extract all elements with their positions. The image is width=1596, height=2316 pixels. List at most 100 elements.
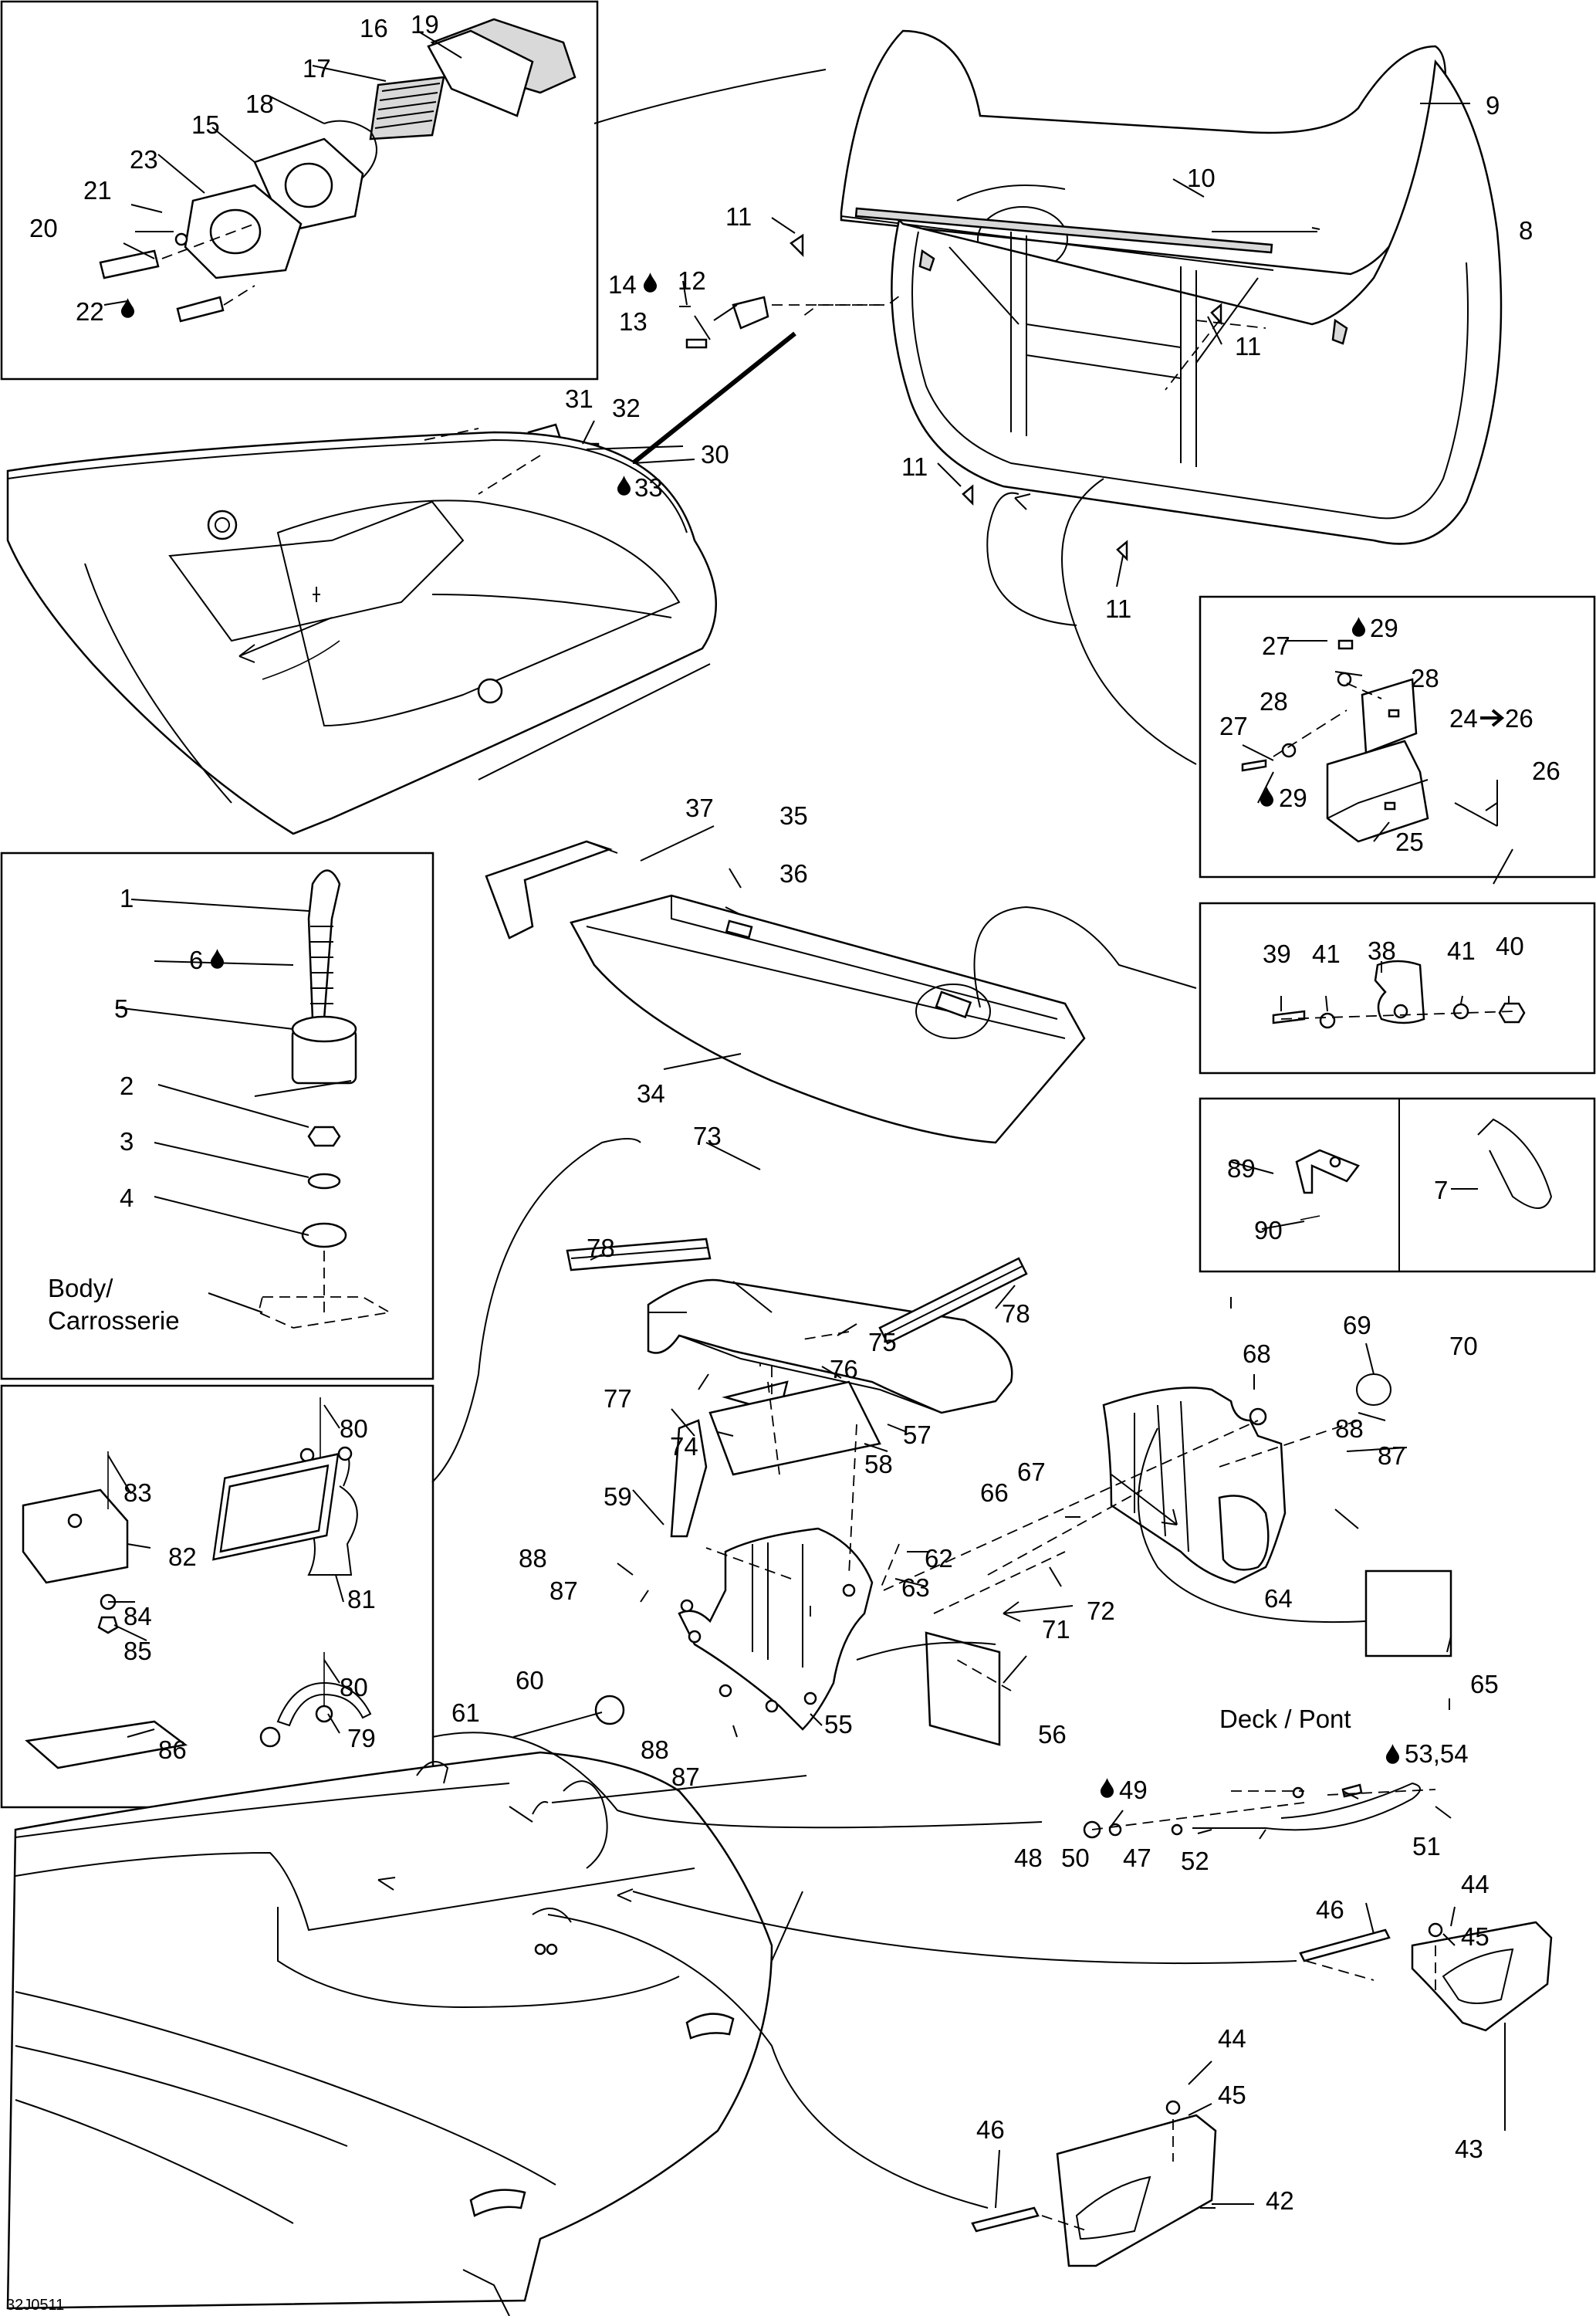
callout-34: 34: [637, 1079, 665, 1108]
foam-pad-56: [925, 1631, 1001, 1746]
pedal-assembly: [99, 18, 577, 323]
body-note-line1: Body/: [48, 1274, 113, 1302]
callout-84: 84: [123, 1602, 152, 1630]
callout-65: 65: [1470, 1670, 1499, 1698]
callout-39: 39: [1263, 940, 1291, 968]
callout-78: 78: [587, 1234, 615, 1262]
callout-83: 83: [123, 1478, 152, 1507]
callout-90: 90: [1254, 1216, 1283, 1244]
callout-35: 35: [779, 801, 808, 830]
callout-19: 19: [411, 10, 439, 39]
callout-62: 62: [925, 1544, 953, 1573]
detail-box-bracket: [1199, 595, 1596, 879]
callout-29: 29: [1370, 614, 1398, 642]
callout-36: 36: [779, 859, 808, 888]
callout-21: 21: [83, 176, 112, 205]
callout-41: 41: [1312, 940, 1341, 968]
callout-26: 26: [1532, 757, 1560, 785]
callout-22: 22: [76, 297, 104, 326]
callout-82: 82: [168, 1542, 197, 1571]
callout-60: 60: [516, 1666, 544, 1695]
hull-upper: [6, 431, 718, 835]
callout-72: 72: [1087, 1596, 1115, 1625]
callout-15: 15: [191, 110, 220, 139]
callout-53-54: 53,54: [1405, 1739, 1469, 1768]
callout-45: 45: [1218, 2081, 1246, 2109]
callout-45: 45: [1461, 1922, 1489, 1951]
callout-71: 71: [1042, 1615, 1070, 1644]
callout-44: 44: [1218, 2024, 1246, 2053]
callout-80: 80: [340, 1673, 368, 1701]
callout-28: 28: [1411, 664, 1439, 692]
detail-box-bumper: [0, 852, 435, 1380]
callout-27: 27: [1262, 631, 1290, 660]
side-panel: [1102, 1373, 1452, 1657]
body-note-line2: Carrosserie: [48, 1306, 180, 1335]
hull-rear: [6, 1751, 773, 2316]
deck-note: Deck / Pont: [1219, 1705, 1351, 1733]
location-arrows: [238, 493, 1178, 1902]
diagram-code: 32J0511: [6, 2297, 64, 2314]
callout-11: 11: [1105, 594, 1131, 623]
callout-46: 46: [976, 2115, 1005, 2144]
callout-25: 25: [1395, 828, 1424, 856]
foam-pad: [708, 1380, 881, 1476]
callout-2: 2: [120, 1072, 134, 1100]
callout-85: 85: [123, 1637, 152, 1665]
callout-labels: 16 19 17 18 15 23 21 20 22 9 10 8 11 11 …: [29, 10, 1560, 2215]
callout-16: 16: [360, 14, 388, 42]
callout-55: 55: [824, 1710, 853, 1739]
callout-87: 87: [1378, 1441, 1406, 1470]
callout-31: 31: [565, 384, 593, 413]
drain-hose: [1083, 1782, 1421, 1839]
callout-23: 23: [130, 145, 158, 174]
callout-7: 7: [1434, 1176, 1448, 1204]
callout-11: 11: [901, 452, 928, 481]
guide-lines: [254, 69, 1436, 2232]
callout-79: 79: [347, 1724, 376, 1752]
callout-75: 75: [868, 1328, 897, 1356]
callout-69: 69: [1343, 1311, 1371, 1339]
callout-52: 52: [1181, 1847, 1209, 1875]
callout-67: 67: [1017, 1458, 1046, 1486]
callout-11: 11: [725, 202, 752, 231]
callout-81: 81: [347, 1585, 376, 1613]
callout-43: 43: [1455, 2135, 1483, 2163]
callout-73: 73: [693, 1122, 722, 1150]
oil-drop-icon: [1100, 1778, 1114, 1798]
callout-28: 28: [1260, 687, 1288, 716]
callout-6: 6: [189, 946, 203, 974]
callout-76: 76: [830, 1355, 858, 1383]
callout-14: 14: [608, 270, 637, 299]
callout-77: 77: [604, 1384, 632, 1413]
callout-56: 56: [1038, 1720, 1067, 1749]
detail-box-pedal: [0, 0, 599, 381]
right-arrow-icon: [1480, 709, 1505, 727]
callout-24: 24: [1449, 704, 1478, 733]
detail-box-clip: [1199, 1097, 1596, 1273]
oil-drop-icon: [210, 949, 225, 969]
callout-78: 78: [1002, 1299, 1030, 1328]
bumper-assembly: [257, 869, 392, 1329]
oil-drop-icon: [1385, 1744, 1400, 1764]
callout-30: 30: [701, 440, 729, 469]
callout-32: 32: [612, 394, 641, 422]
callout-49: 49: [1119, 1776, 1148, 1804]
oil-drop-icon: [1260, 787, 1274, 807]
oil-drop-icon: [643, 273, 658, 293]
glovebox-cover: [212, 1238, 1028, 1561]
detail-box-latch: [1199, 902, 1596, 1075]
callout-58: 58: [864, 1450, 893, 1478]
callout-42: 42: [1266, 2186, 1294, 2215]
callout-12: 12: [678, 266, 706, 295]
callout-20: 20: [29, 214, 58, 242]
callout-13: 13: [619, 307, 648, 336]
callout-8: 8: [1519, 216, 1533, 245]
callout-5: 5: [114, 994, 128, 1023]
clip-parts: [1295, 1118, 1553, 1221]
fasteners-set: [22, 1397, 372, 1769]
callout-18: 18: [245, 90, 274, 118]
callout-17: 17: [303, 54, 331, 83]
callout-40: 40: [1496, 932, 1524, 960]
